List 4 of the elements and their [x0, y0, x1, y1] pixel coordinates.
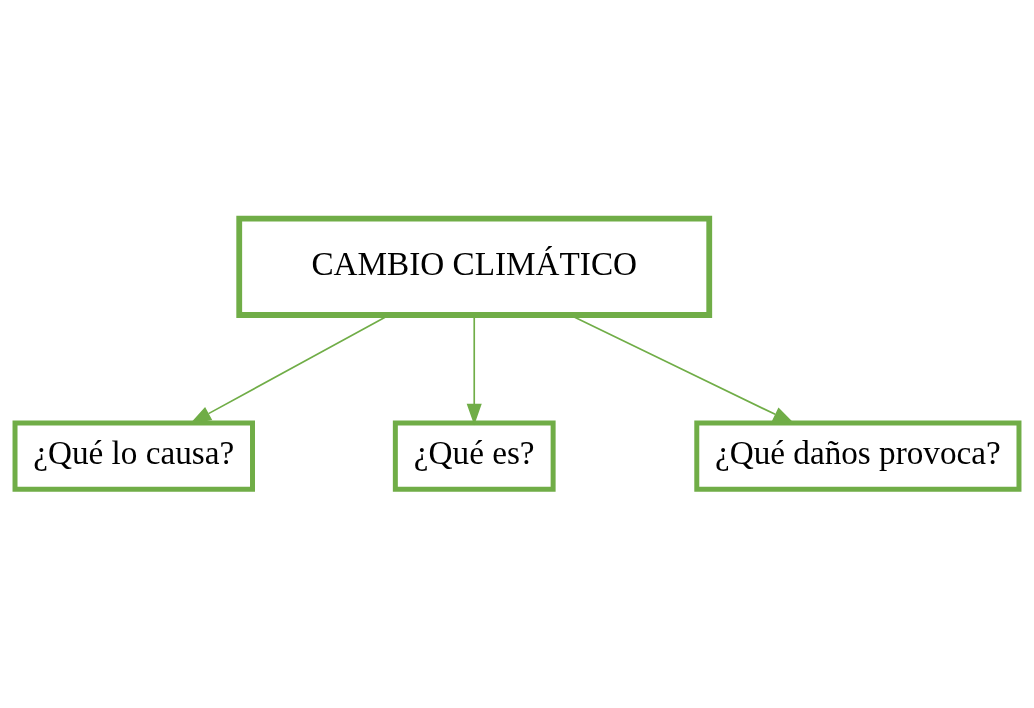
node-box: ¿Qué es?: [392, 420, 556, 492]
node-box: ¿Qué lo causa?: [12, 420, 255, 492]
node-box: ¿Qué daños provoca?: [694, 420, 1022, 492]
node-box: CAMBIO CLIMÁTICO: [236, 215, 713, 318]
